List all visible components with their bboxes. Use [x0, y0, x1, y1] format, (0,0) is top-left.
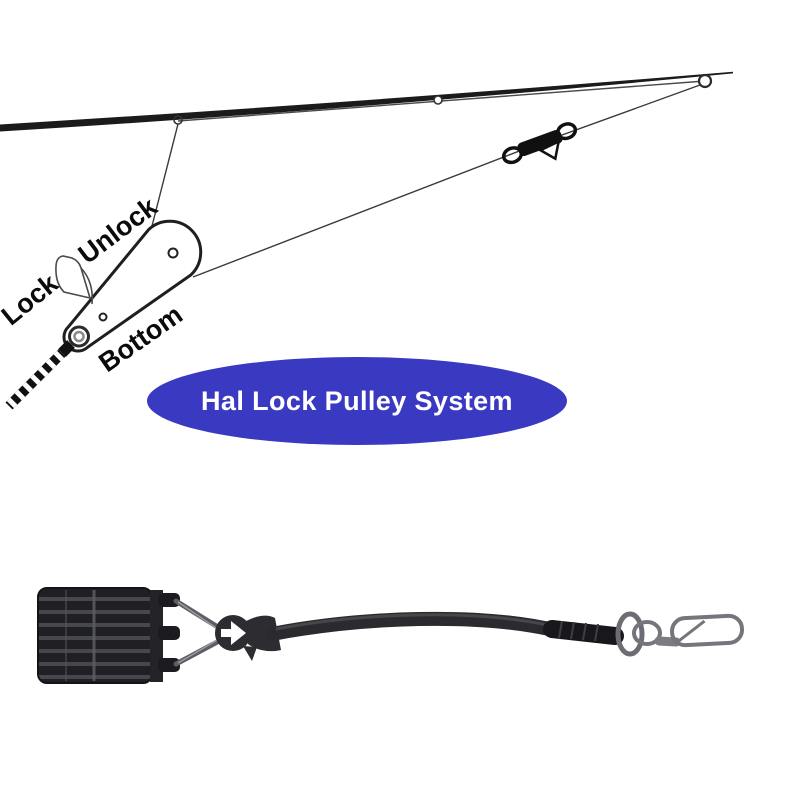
title-badge: Hal Lock Pulley System: [147, 357, 567, 445]
snap-clip: [670, 613, 745, 648]
split-ring: [615, 611, 645, 657]
release-clip-body: [517, 129, 563, 157]
snap-hook-loop: [632, 620, 662, 646]
outrigger-diagram: [0, 71, 733, 410]
pole-tip-ring: [697, 73, 713, 89]
lock-lever: [55, 255, 92, 300]
shock-cord: [265, 611, 565, 641]
whipped-wrap-texture: [558, 620, 599, 642]
swivel-barrel: [654, 636, 681, 647]
pole-guide-ring: [433, 95, 443, 105]
release-clip-flap: [537, 139, 561, 161]
product-photo: [37, 587, 745, 684]
rope-bead: [58, 340, 75, 357]
eye-thimble-cone: [246, 615, 281, 652]
mount-bracket: [150, 590, 163, 682]
eye-thimble-arrow-cutout: [221, 621, 246, 645]
snap-clip-wire: [670, 613, 745, 648]
bracket-stud-top: [158, 593, 180, 607]
shock-cord-highlight: [275, 613, 549, 631]
bracket-stud-middle: [158, 626, 180, 640]
eye-thimble-fin: [243, 646, 257, 661]
rope-tail-stripes: [5, 349, 66, 410]
cleat-arm-rivet: [98, 312, 108, 322]
cleat-head-rivet: [167, 247, 179, 259]
release-clip: [501, 122, 578, 165]
wire-bridle-highlight: [177, 601, 220, 664]
bracket-stud-bottom: [158, 658, 180, 672]
cleat-end-ring-inner: [73, 330, 85, 343]
lock-lever-cam-curve: [80, 267, 94, 305]
outrigger-pole: [0, 71, 733, 132]
halyard-line-junction: [151, 123, 179, 227]
snap-clip-latch: [675, 619, 706, 644]
title-badge-text: Hal Lock Pulley System: [201, 385, 513, 416]
